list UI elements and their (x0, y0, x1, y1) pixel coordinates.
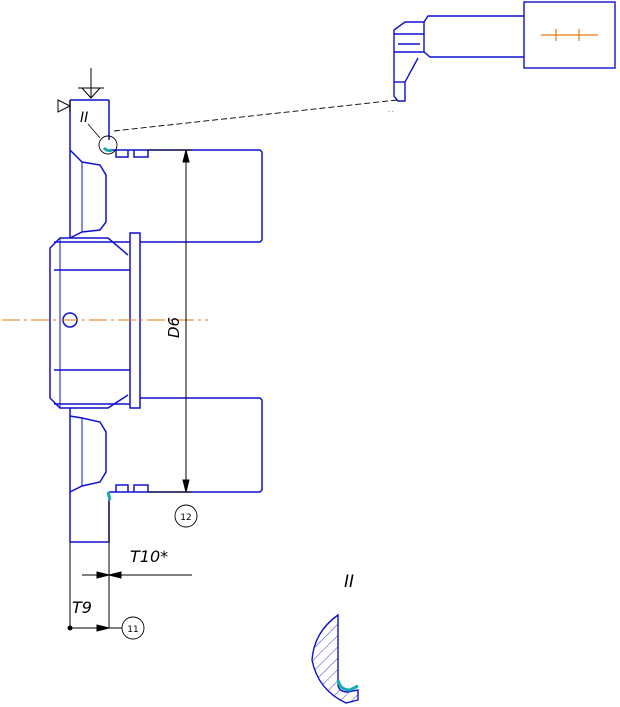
detail-reference-label: II (80, 110, 88, 126)
detail-callout-circle (98, 135, 118, 155)
datum-symbol (57, 68, 104, 113)
dim-t10-label: T10* (130, 547, 168, 566)
tool-tip (393, 52, 419, 102)
dimension-t-group (67, 502, 192, 632)
part-outline (49, 99, 263, 543)
dimension-d6 (148, 149, 192, 493)
callout-11-label: 11 (127, 625, 138, 635)
tool-holder-body (523, 1, 616, 69)
tool-path-line (113, 99, 398, 132)
callout-12-label: 12 (180, 513, 191, 523)
machined-surface-lower (106, 491, 112, 501)
tool-tip-mark: . . (388, 107, 394, 114)
detail-view-title: II (344, 572, 354, 592)
callout-12-circle (174, 504, 198, 528)
tool-shank (393, 15, 524, 58)
detail-view-section (311, 613, 359, 704)
dim-d6-label: D6 (165, 317, 183, 338)
dim-t9-label: T9 (72, 598, 92, 617)
machined-surface-upper (102, 146, 113, 153)
callout-11-circle (121, 616, 145, 640)
cutting-tool (393, 1, 616, 102)
